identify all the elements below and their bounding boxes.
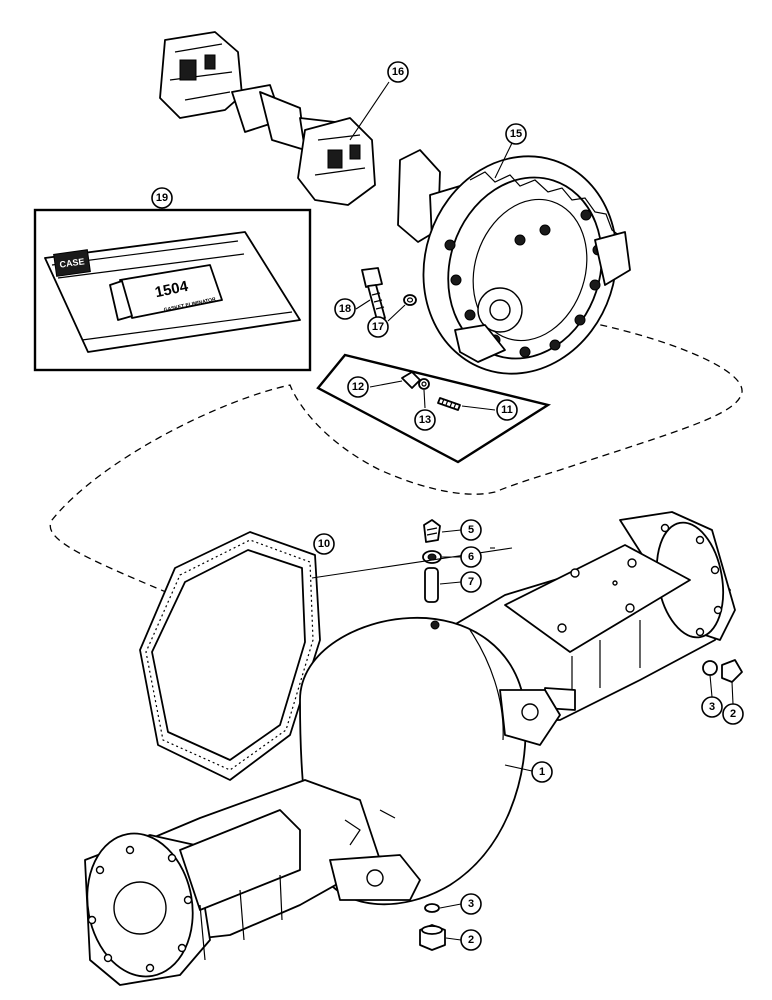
callout-5-label: 5 (468, 524, 474, 536)
callout-6: 6 (460, 546, 482, 568)
callout-11-label: 11 (501, 404, 513, 416)
callout-3-bottom: 3 (460, 893, 482, 915)
axle-housing-part-1 (84, 511, 736, 986)
callout-17-label: 17 (372, 321, 384, 333)
callout-12-label: 12 (352, 381, 364, 393)
callout-12: 12 (347, 376, 369, 398)
callout-3-bottom-label: 3 (468, 898, 474, 910)
callout-3-right-label: 3 (709, 701, 715, 713)
callout-13: 13 (414, 409, 436, 431)
callout-10: 10 (313, 533, 335, 555)
callout-2-bottom-label: 2 (468, 934, 474, 946)
callout-3-right: 3 (701, 696, 723, 718)
tube-label-number: 1504 (153, 278, 190, 302)
callout-13-label: 13 (419, 414, 431, 426)
callout-15-label: 15 (510, 128, 522, 140)
assembly-dashed-outline (49, 317, 743, 601)
callout-11: 11 (496, 399, 518, 421)
callout-1-label: 1 (539, 766, 545, 778)
callout-5: 5 (460, 519, 482, 541)
washer-part-17 (403, 294, 417, 306)
callout-10-label: 10 (318, 538, 330, 550)
callout-7-label: 7 (468, 576, 474, 588)
differential-carrier-part-15 (397, 149, 631, 375)
callout-2-bottom: 2 (460, 929, 482, 951)
sealant-package-box-part-19: CASE 1504 GASKET ELIMINATOR (33, 208, 312, 372)
callout-7: 7 (460, 571, 482, 593)
package-brand-lettering: CASE (59, 256, 85, 269)
callout-19-label: 19 (156, 192, 168, 204)
o-ring-part-3-bottom (424, 903, 440, 913)
callout-2-right: 2 (722, 703, 744, 725)
callout-16: 16 (387, 61, 409, 83)
callout-18-label: 18 (339, 303, 351, 315)
stud-kit-box (316, 353, 552, 464)
gasket-part-10 (139, 531, 321, 781)
tube-part-7 (424, 567, 439, 603)
callout-15: 15 (505, 123, 527, 145)
callout-17: 17 (367, 316, 389, 338)
drain-plug-part-2-right (721, 659, 743, 683)
callout-16-label: 16 (392, 66, 404, 78)
callout-19: 19 (151, 187, 173, 209)
drain-plug-part-2-bottom (419, 924, 446, 951)
callout-2-right-label: 2 (730, 708, 736, 720)
breather-part-5 (423, 519, 441, 543)
drive-shaft-part-16 (159, 31, 376, 206)
callout-18: 18 (334, 298, 356, 320)
callout-6-label: 6 (468, 551, 474, 563)
o-ring-part-3-right (702, 660, 718, 676)
bolt-part-18 (361, 267, 386, 321)
callout-1: 1 (531, 761, 553, 783)
